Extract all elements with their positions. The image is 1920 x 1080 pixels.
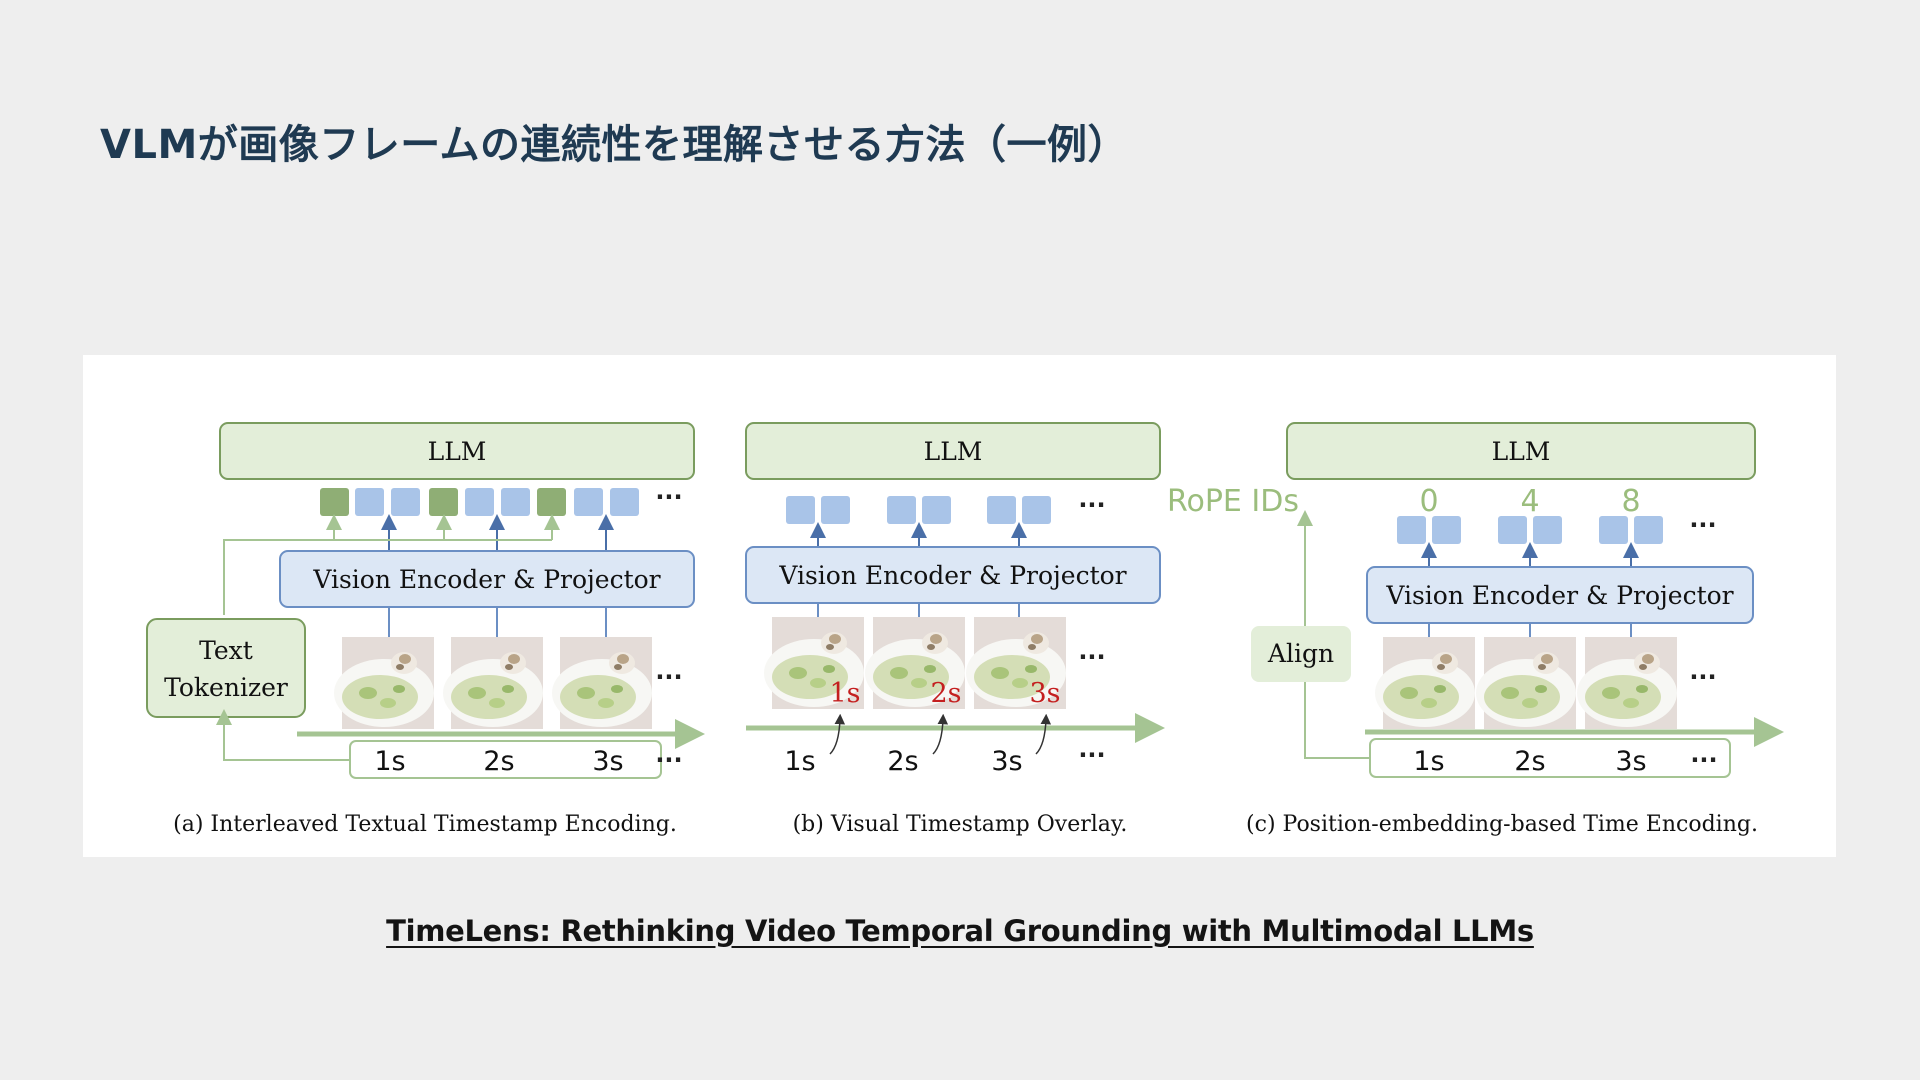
overlay-label-3: 3s: [1029, 678, 1060, 709]
encoder-label-b: Vision Encoder & Projector: [778, 561, 1126, 590]
time-c-1: 1s: [1413, 746, 1444, 777]
token-row-c: [1397, 516, 1663, 544]
llm-label-c: LLM: [1492, 437, 1551, 466]
llm-box-a: [219, 422, 695, 480]
time-a-2: 2s: [483, 746, 514, 777]
text-token: [320, 488, 349, 516]
time-b-2: 2s: [887, 746, 918, 777]
video-frame-a2: [443, 637, 543, 729]
ellipsis-frames-c: ···: [1689, 663, 1716, 691]
visual-token: [355, 488, 384, 516]
rope-id-8: 8: [1621, 484, 1640, 519]
slide-title: VLMが画像フレームの連続性を理解させる方法（一例）: [100, 122, 1129, 168]
panel-b: LLM ··· Vision Encoder & Projector 1s 2s…: [745, 422, 1165, 837]
tokenizer-label-line1: Text: [199, 636, 253, 665]
llm-label-a: LLM: [428, 437, 487, 466]
ellipsis-tokens-c: ···: [1689, 511, 1716, 539]
video-frame-a3: [552, 637, 652, 729]
visual-token: [922, 496, 951, 524]
paper-title-link[interactable]: TimeLens: Rethinking Video Temporal Grou…: [386, 914, 1534, 948]
caption-a: (a) Interleaved Textual Timestamp Encodi…: [173, 812, 677, 837]
rope-id-0: 0: [1419, 484, 1438, 519]
figure-diagram: LLM ··· Vision Encoder & Projector Text …: [146, 422, 1784, 837]
align-box: [1251, 626, 1351, 682]
visual-token: [610, 488, 639, 516]
ellipsis-times-b: ···: [1078, 741, 1105, 769]
llm-label-b: LLM: [924, 437, 983, 466]
visual-token: [987, 496, 1016, 524]
caption-b: (b) Visual Timestamp Overlay.: [793, 812, 1128, 837]
visual-token: [1533, 516, 1562, 544]
ellipsis-tokens-a: ···: [655, 483, 682, 511]
visual-token: [1599, 516, 1628, 544]
time-a-3: 3s: [592, 746, 623, 777]
ellipsis-frames-a: ···: [655, 663, 682, 691]
visual-token: [574, 488, 603, 516]
visual-token: [786, 496, 815, 524]
encoder-label-a: Vision Encoder & Projector: [312, 565, 660, 594]
visual-token: [821, 496, 850, 524]
visual-token: [501, 488, 530, 516]
text-token: [429, 488, 458, 516]
video-frame-c3: [1577, 637, 1677, 729]
token-row-b: [786, 496, 1051, 524]
ellipsis-tokens-b: ···: [1078, 491, 1105, 519]
ellipsis-times-c: ···: [1690, 746, 1717, 774]
ellipsis-times-a: ···: [655, 746, 682, 774]
overlay-label-2: 2s: [930, 678, 961, 709]
visual-token: [887, 496, 916, 524]
encoder-box-a: [279, 550, 695, 608]
encoder-box-c: [1366, 566, 1754, 624]
llm-box-c: [1286, 422, 1756, 480]
token-row-a: [320, 488, 639, 516]
tokenizer-label-line2: Tokenizer: [164, 673, 288, 702]
figure-panel: LLM ··· Vision Encoder & Projector Text …: [83, 355, 1836, 857]
panel-c: LLM RoPE IDs 0 4 8 ··· Vision Encoder & …: [1167, 422, 1784, 837]
text-token: [537, 488, 566, 516]
overlay-label-1: 1s: [829, 678, 860, 709]
visual-token: [1022, 496, 1051, 524]
tokenizer-box: [146, 618, 306, 718]
rope-ids-label: RoPE IDs: [1167, 484, 1299, 519]
time-b-3: 3s: [991, 746, 1022, 777]
timestamp-box-c: [1369, 738, 1731, 778]
time-a-1: 1s: [374, 746, 405, 777]
encoder-box-b: [745, 546, 1161, 604]
encoder-label-c: Vision Encoder & Projector: [1385, 581, 1733, 610]
visual-token: [391, 488, 420, 516]
visual-token: [1634, 516, 1663, 544]
rope-id-4: 4: [1520, 484, 1539, 519]
panel-a: LLM ··· Vision Encoder & Projector Text …: [146, 422, 705, 837]
video-frame-c2: [1476, 637, 1576, 729]
visual-token: [1397, 516, 1426, 544]
caption-c: (c) Position-embedding-based Time Encodi…: [1246, 812, 1758, 837]
visual-token: [465, 488, 494, 516]
align-label: Align: [1267, 639, 1334, 668]
time-b-1: 1s: [784, 746, 815, 777]
llm-box-b: [745, 422, 1161, 480]
video-frame-a1: [334, 637, 434, 729]
video-frame-c1: [1375, 637, 1475, 729]
ellipsis-frames-b: ···: [1078, 643, 1105, 671]
time-c-3: 3s: [1615, 746, 1646, 777]
time-c-2: 2s: [1514, 746, 1545, 777]
visual-token: [1432, 516, 1461, 544]
visual-token: [1498, 516, 1527, 544]
